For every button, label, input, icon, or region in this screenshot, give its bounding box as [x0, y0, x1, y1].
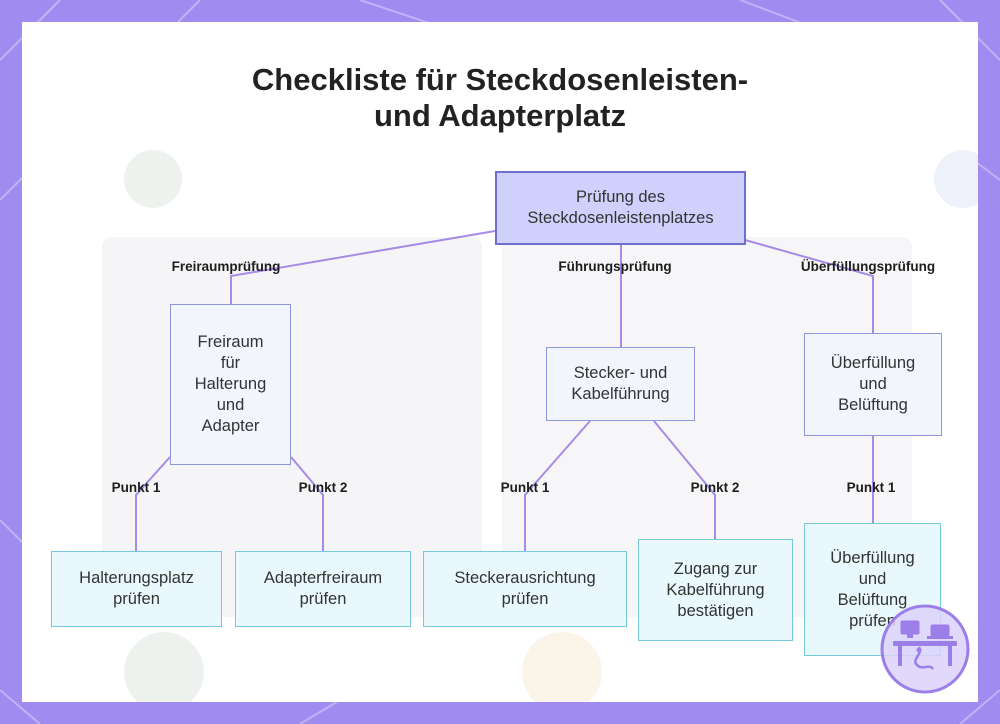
branch-node-line: und	[859, 375, 887, 393]
leaf-node-halterungsplatz: Halterungsplatz prüfen	[51, 551, 222, 627]
edge-label-freiraumpruefung: Freiraumprüfung	[171, 259, 281, 274]
edge-label-ueberfuellungspruefung: Überfüllungsprüfung	[800, 259, 936, 274]
background-decoration	[124, 150, 182, 208]
leaf-node-kabelfuehrung-zugang: Zugang zur Kabelführung bestätigen	[638, 539, 793, 641]
leaf-node-line: Zugang zur	[673, 559, 758, 578]
leaf-node-line: Steckerausrichtung	[454, 569, 596, 587]
connector-branch-2-to-leaf-2	[653, 420, 716, 539]
edge-label-punkt: Punkt 1	[500, 480, 550, 495]
leaf-node-line: Adapterfreiraum	[263, 569, 383, 587]
connector-root-to-branch-3	[744, 239, 874, 333]
page-title: Checkliste für Steckdosenleisten- und Ad…	[0, 62, 1000, 134]
leaf-node-line: prüfen	[501, 590, 549, 608]
leaf-node-line: prüfen	[849, 611, 896, 630]
edge-label-fuehrungspruefung: Führungsprüfung	[558, 259, 672, 274]
edge-label-punkt: Punkt 2	[690, 480, 740, 495]
branch-node-line: Stecker- und	[573, 364, 668, 382]
title-line-2: und Adapterplatz	[373, 98, 626, 133]
background-decoration	[124, 632, 204, 702]
root-node-line: Steckdosenleistenplatzes	[527, 209, 714, 227]
leaf-node-line: und	[858, 569, 887, 588]
branch-node-line: Überfüllung	[830, 354, 916, 372]
root-node-line: Prüfung des	[576, 188, 665, 206]
branch-node-kabelfuehrung: Stecker- und Kabelführung	[546, 347, 695, 421]
branch-node-ueberfuellung: Überfüllung und Belüftung	[804, 333, 942, 436]
leaf-node-steckerausrichtung: Steckerausrichtung prüfen	[423, 551, 627, 627]
branch-node-freiraum: Freiraum für Halterung und Adapter	[170, 304, 291, 465]
branch-node-line: und	[216, 396, 245, 414]
connector-branch-2-to-leaf-1	[524, 420, 591, 551]
connector-branch-1-to-leaf-2	[290, 456, 324, 551]
edge-label-punkt: Punkt 1	[846, 480, 896, 495]
leaf-node-line: bestätigen	[677, 601, 754, 620]
leaf-node-adapterfreiraum: Adapterfreiraum prüfen	[235, 551, 411, 627]
desk-workstation-logo-icon	[880, 604, 970, 694]
edge-label-punkt: Punkt 2	[298, 480, 348, 495]
branch-node-line: Halterung	[194, 375, 267, 393]
branch-node-line: Adapter	[201, 417, 260, 435]
edge-label-punkt: Punkt 1	[111, 480, 161, 495]
leaf-node-line: prüfen	[299, 590, 347, 608]
branch-node-line: Freiraum	[197, 333, 264, 351]
connector-root-to-branch-1	[230, 230, 496, 304]
root-node: Prüfung des Steckdosenleistenplatzes	[495, 171, 746, 245]
leaf-node-line: Überfüllung	[830, 548, 915, 567]
connector-branch-1-to-leaf-1	[135, 456, 171, 551]
leaf-node-line: Belüftung	[837, 590, 908, 609]
branch-node-line: Belüftung	[838, 396, 908, 414]
background-decoration	[934, 150, 978, 208]
leaf-node-line: Halterungsplatz	[79, 569, 194, 587]
leaf-node-line: prüfen	[113, 590, 160, 608]
leaf-node-line: Kabelführung	[666, 580, 765, 599]
branch-node-line: für	[220, 354, 241, 372]
title-line-1: Checkliste für Steckdosenleisten-	[251, 62, 749, 97]
branch-node-line: Kabelführung	[571, 385, 670, 403]
background-decoration	[522, 632, 602, 702]
